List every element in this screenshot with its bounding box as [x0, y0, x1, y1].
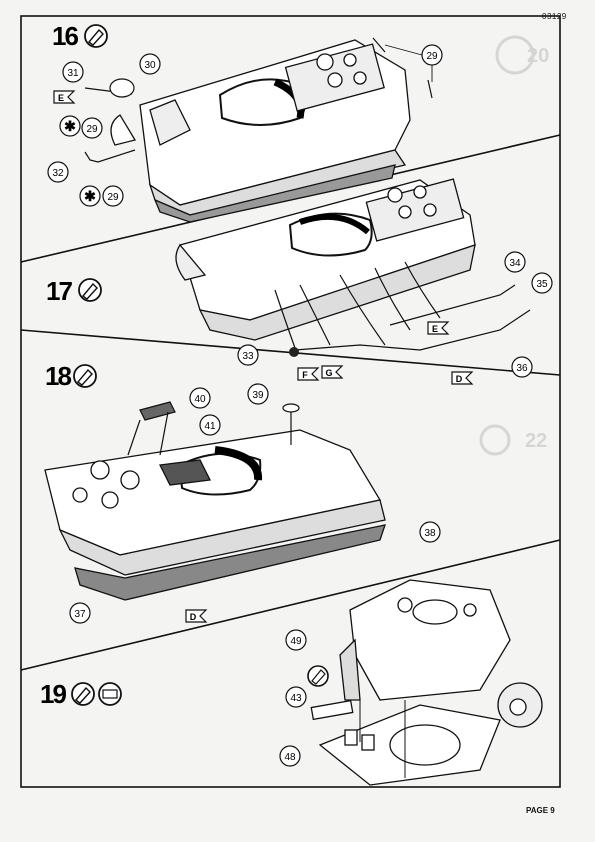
- callout-30: 30: [139, 53, 161, 75]
- svg-text:40: 40: [194, 394, 206, 405]
- svg-text:22: 22: [525, 430, 547, 452]
- step-18-hull: [44, 429, 386, 601]
- svg-text:E: E: [432, 324, 438, 334]
- step-16-number: 16: [52, 21, 78, 51]
- letter-F: F: [297, 367, 320, 381]
- callout-35: 35: [531, 272, 553, 294]
- show-through-ghost: 20 22: [479, 35, 549, 456]
- svg-text:35: 35: [536, 279, 548, 290]
- svg-text:29: 29: [86, 124, 98, 135]
- svg-text:39: 39: [252, 390, 264, 401]
- assembly-icon: [71, 682, 95, 706]
- callout-33: 33: [237, 344, 259, 366]
- callout-49: 49: [285, 629, 307, 651]
- step-16-parts: [84, 37, 433, 163]
- callout-31: 31: [62, 61, 84, 83]
- svg-text:20: 20: [527, 45, 549, 67]
- callout-29-top: 29: [421, 44, 443, 66]
- letter-D-18: D: [185, 609, 208, 623]
- assembly-icon: [84, 24, 108, 48]
- svg-text:37: 37: [74, 609, 86, 620]
- svg-text:49: 49: [290, 636, 302, 647]
- callout-29-mid: 29: [81, 117, 103, 139]
- svg-text:41: 41: [204, 421, 216, 432]
- svg-text:36: 36: [516, 363, 528, 374]
- glue-icon: ✱: [79, 185, 101, 207]
- svg-text:G: G: [325, 368, 332, 378]
- step-19-callouts: 49 43 48: [279, 629, 329, 767]
- svg-text:34: 34: [509, 258, 521, 269]
- svg-text:✱: ✱: [64, 118, 76, 134]
- step-18-callouts: 40 39 41 38 37 D: [69, 383, 441, 624]
- callout-48: 48: [279, 745, 301, 767]
- step-17-rods: [274, 261, 531, 351]
- paint-icon: [98, 682, 122, 706]
- callout-32: 32: [47, 161, 69, 183]
- svg-text:✱: ✱: [84, 188, 96, 204]
- step-18-number: 18: [45, 361, 71, 391]
- svg-text:30: 30: [144, 60, 156, 71]
- letter-G: G: [321, 365, 344, 379]
- svg-text:32: 32: [52, 168, 64, 179]
- svg-text:D: D: [456, 374, 463, 384]
- assembly-icon: [307, 665, 329, 687]
- step-17-callouts: 34 35 E 36 33 F G D: [237, 251, 553, 385]
- svg-text:29: 29: [107, 192, 119, 203]
- step-16-hull: [110, 39, 411, 223]
- svg-text:31: 31: [67, 68, 79, 79]
- callout-41: 41: [199, 414, 221, 436]
- svg-text:29: 29: [426, 51, 438, 62]
- callout-34: 34: [504, 251, 526, 273]
- callout-40: 40: [189, 387, 211, 409]
- callout-39: 39: [247, 383, 269, 405]
- assembly-icon: [78, 278, 102, 302]
- letter-E-17: E: [427, 321, 450, 335]
- step-19-number: 19: [40, 679, 66, 709]
- svg-text:F: F: [302, 370, 308, 380]
- svg-text:43: 43: [290, 693, 302, 704]
- svg-text:D: D: [190, 612, 197, 622]
- svg-text:E: E: [58, 93, 64, 103]
- callout-43: 43: [285, 686, 307, 708]
- callout-38: 38: [419, 521, 441, 543]
- step-16-callouts: 29 30 31 E ✱ 29 32 ✱ 29: [47, 44, 443, 207]
- divider-18-19: [20, 539, 561, 671]
- step-17-hull: [175, 178, 476, 341]
- page-number: PAGE 9: [526, 806, 555, 815]
- step-18-parts: [127, 401, 300, 456]
- svg-text:38: 38: [424, 528, 436, 539]
- svg-text:33: 33: [242, 351, 254, 362]
- part-33-drum: [289, 347, 299, 357]
- page-frame: [20, 15, 561, 788]
- svg-text:48: 48: [284, 752, 296, 763]
- callout-36: 36: [511, 356, 533, 378]
- callout-29-bottom: 29: [102, 185, 124, 207]
- step-17-number: 17: [46, 276, 72, 306]
- glue-icon: ✱: [59, 115, 81, 137]
- callout-37: 37: [69, 602, 91, 624]
- assembly-icon: [73, 364, 97, 388]
- step-19-turret: [310, 579, 543, 786]
- letter-D-17: D: [451, 371, 474, 385]
- letter-E-16: E: [53, 90, 76, 104]
